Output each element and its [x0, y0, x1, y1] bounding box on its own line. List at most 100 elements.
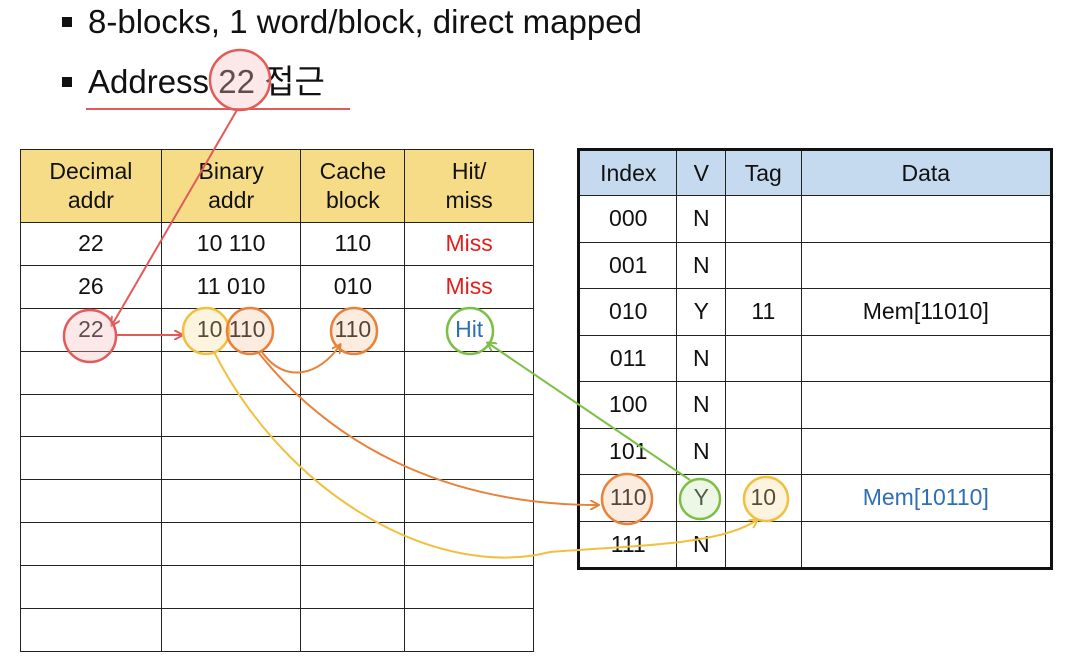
cell-data: Mem[11010] [800, 288, 1053, 336]
cell-valid: N [676, 381, 727, 429]
table-row [20, 608, 534, 652]
cell-empty [404, 436, 534, 481]
title-underline [86, 108, 350, 110]
cell-index: 110 [577, 474, 678, 522]
bullet-square-icon [62, 17, 72, 27]
header-tag: Tag [725, 149, 802, 196]
cell-index: 011 [577, 334, 678, 382]
table-row [20, 436, 534, 481]
cell-tag [725, 427, 802, 475]
cell-empty [20, 565, 162, 610]
cell-index: 111 [577, 520, 678, 569]
cell-block: 110 [300, 307, 406, 352]
cell-valid: N [676, 520, 727, 569]
cell-index: 010 [577, 288, 678, 336]
cell-empty [160, 436, 302, 481]
header-data: Data [800, 149, 1053, 196]
header-valid: V [676, 149, 727, 196]
cell-empty [20, 608, 162, 652]
cell-valid: Y [676, 288, 727, 336]
cell-empty [160, 522, 302, 567]
cell-empty [300, 393, 406, 438]
cell-decimal: 22 [20, 222, 162, 266]
table-row: 22 10 110 110 Miss [20, 222, 534, 266]
cell-empty [20, 436, 162, 481]
bullet-address-access: Address 22 접근 [62, 62, 325, 102]
table-row: 22 10 110 110 Hit [20, 307, 534, 352]
cell-empty [300, 350, 406, 395]
cell-tag [725, 520, 802, 569]
cell-empty [404, 608, 534, 652]
cell-empty [300, 522, 406, 567]
cell-empty [20, 522, 162, 567]
cell-tag [725, 195, 802, 243]
cell-empty [404, 350, 534, 395]
table-row [20, 479, 534, 524]
cell-binary: 10 110 [160, 222, 302, 266]
cell-valid: N [676, 427, 727, 475]
cell-data: Mem[10110] [800, 474, 1053, 522]
cell-empty [160, 479, 302, 524]
cell-tag [725, 334, 802, 382]
cell-data [800, 520, 1053, 569]
cell-empty [300, 608, 406, 652]
header-binary-addr: Binary addr [160, 149, 302, 223]
cell-decimal: 22 [20, 307, 162, 352]
table-row [20, 393, 534, 438]
header-index: Index [577, 149, 678, 196]
cell-result: Miss [404, 222, 534, 266]
cell-index: 000 [577, 195, 678, 243]
header-decimal-addr: Decimal addr [20, 149, 162, 223]
cell-index: 100 [577, 381, 678, 429]
access-sequence-table: Decimal addr Binary addr Cache block Hit… [20, 149, 534, 652]
cell-tag: 11 [725, 288, 802, 336]
cell-empty [20, 350, 162, 395]
bullet-square-icon [62, 77, 72, 87]
cell-index: 001 [577, 241, 678, 289]
cell-empty [300, 565, 406, 610]
table-row [20, 522, 534, 567]
cell-binary: 11 010 [160, 264, 302, 309]
cell-empty [300, 436, 406, 481]
table-row [20, 565, 534, 610]
cell-decimal: 26 [20, 264, 162, 309]
header-cache-block: Cache block [300, 149, 406, 223]
table-header-row: Index V Tag Data [577, 149, 1053, 196]
cell-empty [160, 350, 302, 395]
cell-empty [160, 393, 302, 438]
cell-tag [725, 241, 802, 289]
cell-index: 101 [577, 427, 678, 475]
cell-tag: 10 [725, 474, 802, 522]
header-hit-miss: Hit/ miss [404, 149, 534, 223]
cell-empty [404, 479, 534, 524]
cell-valid: N [676, 334, 727, 382]
cell-data [800, 241, 1053, 289]
cell-block: 010 [300, 264, 406, 309]
bullet-text: 8-blocks, 1 word/block, direct mapped [88, 3, 642, 40]
bullet-cache-config: 8-blocks, 1 word/block, direct mapped [62, 2, 642, 42]
bullet-text: Address 22 접근 [88, 63, 325, 100]
cell-valid: N [676, 241, 727, 289]
cell-result: Miss [404, 264, 534, 309]
cell-binary: 10 110 [160, 307, 302, 352]
table-row: 26 11 010 010 Miss [20, 264, 534, 309]
cell-data [800, 427, 1053, 475]
table-header-row: Decimal addr Binary addr Cache block Hit… [20, 149, 534, 223]
cell-valid: Y [676, 474, 727, 522]
cell-empty [404, 565, 534, 610]
cell-result: Hit [404, 307, 534, 352]
cell-block: 110 [300, 222, 406, 266]
cell-empty [20, 479, 162, 524]
table-row [20, 350, 534, 395]
cell-data [800, 381, 1053, 429]
cell-data [800, 195, 1053, 243]
cell-empty [300, 479, 406, 524]
